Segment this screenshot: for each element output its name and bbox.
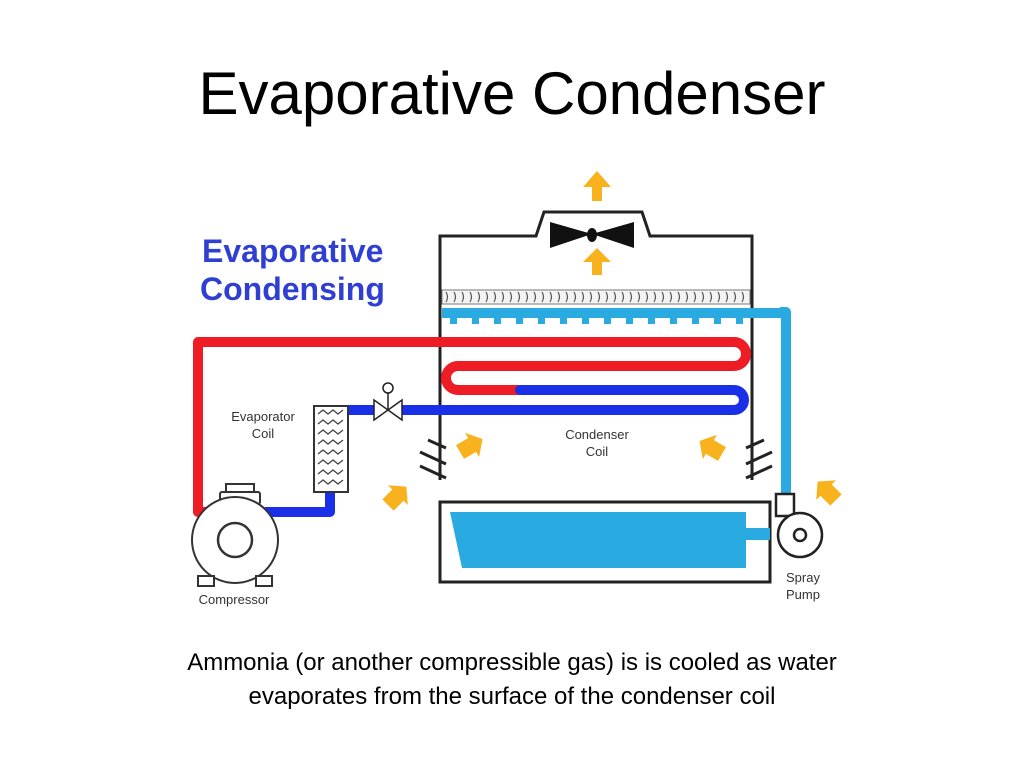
drift-eliminator-pattern bbox=[445, 291, 745, 303]
air-inlet-arrow-icon bbox=[699, 434, 726, 461]
water-supply-pipe bbox=[780, 307, 791, 498]
spray-nozzles bbox=[450, 318, 743, 324]
condenser-coil-label-line1: Condenser bbox=[565, 427, 629, 442]
spray-pump-label-line2: Pump bbox=[786, 587, 820, 602]
diagram-heading-line2: Condensing bbox=[200, 271, 385, 307]
expansion-valve-icon bbox=[373, 382, 403, 422]
air-inlet-arrow-icon bbox=[382, 485, 408, 511]
slide-title: Evaporative Condenser bbox=[198, 60, 826, 127]
slide-caption: Ammonia (or another compressible gas) is… bbox=[100, 646, 924, 714]
spray-pump-label-line1: Spray bbox=[786, 570, 820, 585]
left-air-louver bbox=[419, 438, 447, 480]
air-exhaust-arrow-icon bbox=[583, 171, 611, 201]
basin-water bbox=[450, 512, 770, 568]
spray-pump-icon bbox=[774, 492, 824, 559]
caption-line-2: evaporates from the surface of the conde… bbox=[248, 683, 776, 710]
condenser-coil-label-line2: Coil bbox=[586, 444, 609, 459]
caption-line-1: Ammonia (or another compressible gas) is… bbox=[187, 649, 837, 676]
right-air-louver bbox=[745, 438, 773, 480]
air-inlet-arrow-icon bbox=[816, 480, 842, 506]
hot-gas-pipe bbox=[193, 337, 751, 517]
tower-casing bbox=[438, 210, 754, 480]
fan-icon bbox=[550, 222, 634, 248]
spray-header bbox=[442, 308, 786, 318]
evaporator-coil-label-line2: Coil bbox=[252, 426, 275, 441]
air-exhaust-arrow-icon bbox=[583, 248, 611, 275]
evaporator-coil bbox=[313, 405, 349, 493]
compressor-label: Compressor bbox=[199, 592, 270, 607]
evaporator-coil-label-line1: Evaporator bbox=[231, 409, 295, 424]
air-inlet-arrow-icon bbox=[456, 432, 483, 459]
compressor-icon bbox=[191, 483, 279, 587]
diagram-heading-line1: Evaporative bbox=[202, 233, 383, 269]
